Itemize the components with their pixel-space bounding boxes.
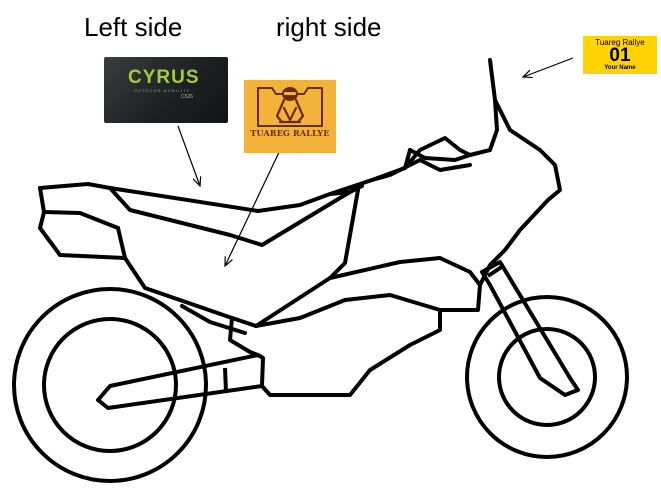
plate-name: Your Name xyxy=(604,65,636,71)
swingarm xyxy=(96,353,265,410)
number-plate: Tuareg Rallye 01 Your Name xyxy=(583,36,657,74)
cyrus-model: C526 xyxy=(181,94,193,100)
tuareg-rider-emblem xyxy=(257,87,323,127)
arrow-left-side-decal xyxy=(177,125,200,186)
arrow-number-plate xyxy=(523,57,574,77)
plate-number: 01 xyxy=(609,45,631,66)
plate-title: Tuareg Rallye xyxy=(595,38,645,47)
rear-wheel xyxy=(12,287,208,483)
tuareg-decal-text: TUAREG RALLYE xyxy=(250,128,330,138)
tuareg-rallye-decal: TUAREG RALLYE xyxy=(244,80,336,153)
cyrus-tagline: OUTDOOR MOBILITY xyxy=(134,88,191,93)
cyrus-decal: CYRUS OUTDOOR MOBILITY C526 xyxy=(104,57,228,123)
cyrus-brand: CYRUS xyxy=(128,67,200,88)
front-wheel xyxy=(465,295,629,459)
left-side-label: Left side xyxy=(84,12,183,42)
right-side-label: right side xyxy=(276,12,382,42)
front-fork xyxy=(480,260,580,397)
arrow-right-side-decal xyxy=(225,145,283,266)
engine-frame xyxy=(228,256,482,397)
rear-frame xyxy=(38,148,412,335)
pointer-arrows xyxy=(177,57,574,266)
front-fairing xyxy=(328,58,562,287)
